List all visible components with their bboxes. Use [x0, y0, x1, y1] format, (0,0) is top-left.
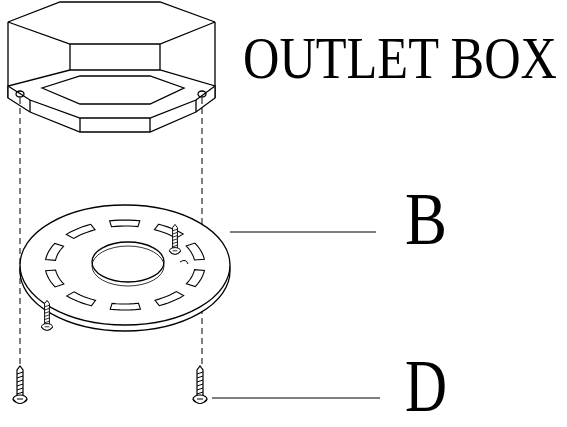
plate-slot: [110, 220, 140, 227]
mounting-plate: [20, 205, 230, 331]
part-name: OUTLET BOX: [243, 28, 557, 88]
leader-line: [212, 232, 380, 398]
plate-slot: [46, 270, 64, 287]
callout-letter: D: [405, 349, 447, 423]
plate-slot: [186, 243, 204, 260]
plate-slot: [66, 224, 95, 238]
plate-slot: [155, 292, 184, 306]
callout-letter: B: [405, 182, 447, 256]
plate-slot: [186, 270, 204, 287]
plate-clip: [180, 260, 188, 264]
plate-slot: [154, 224, 183, 238]
plate-slot: [110, 303, 140, 310]
outlet-box: [8, 2, 215, 132]
plate-slot: [46, 243, 64, 260]
plate-slot: [67, 292, 96, 306]
